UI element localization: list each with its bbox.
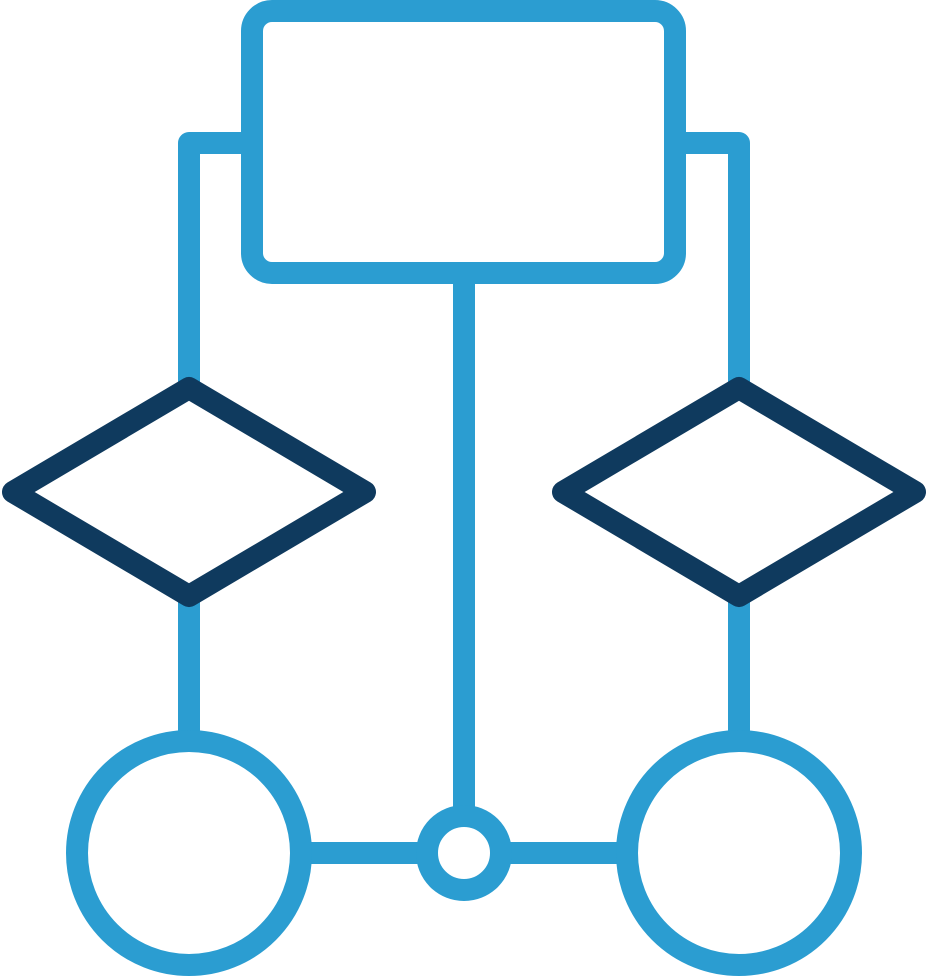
connector-process-rectangle-to-decision-diamond-right [675,132,750,388]
terminal-circle-left [66,730,312,976]
process-rectangle [241,0,686,284]
decision-diamond-left [2,377,376,607]
decision-diamond-right [552,377,926,607]
terminal-circle-right [616,730,862,976]
connector-process-rectangle-to-decision-diamond-left [178,132,252,388]
connector-layer [178,132,750,864]
junction-node [416,805,512,901]
